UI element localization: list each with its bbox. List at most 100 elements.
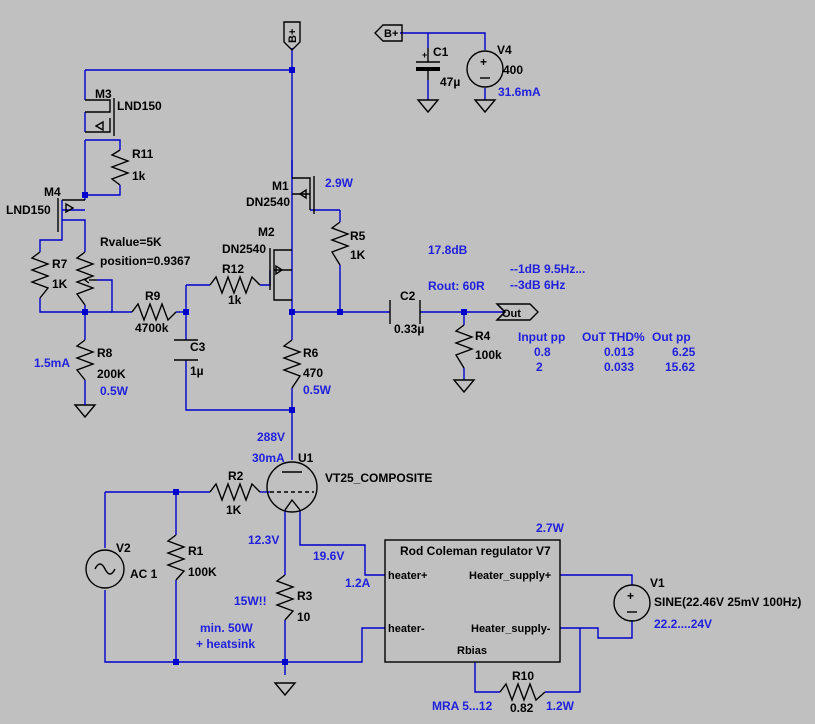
r9-resistor: R9 4700k — [131, 289, 177, 335]
v4-voltage-source: + V4 400 31.6mA — [466, 43, 541, 99]
results-table: Input pp OuT THD% Out pp 0.8 0.013 6.25 … — [518, 330, 696, 374]
svg-text:C3: C3 — [190, 340, 206, 354]
svg-text:R9: R9 — [145, 289, 161, 303]
m3-mosfet: M3 LND150 — [85, 87, 162, 136]
svg-text:V4: V4 — [497, 43, 512, 57]
svg-text:0.5W: 0.5W — [303, 383, 332, 397]
table-cell: 2 — [536, 360, 543, 374]
table-header: OuT THD% — [582, 330, 645, 344]
wires — [39, 32, 633, 693]
svg-text:R1: R1 — [188, 544, 204, 558]
svg-text:1.5mA: 1.5mA — [34, 356, 70, 370]
ground-symbols — [73, 99, 497, 697]
r6-resistor: R6 470 0.5W — [282, 339, 332, 397]
c2-capacitor: C2 0.33µ — [389, 289, 424, 336]
tube-u1: 288V 30mA U1 VT25_COMPOSITE 12.3V 19.6V … — [248, 430, 432, 590]
svg-text:position=0.9367: position=0.9367 — [100, 254, 191, 268]
svg-text:R4: R4 — [475, 329, 491, 343]
svg-text:400: 400 — [503, 63, 523, 77]
svg-text:30mA: 30mA — [252, 451, 285, 465]
svg-text:min. 50W: min. 50W — [200, 621, 253, 635]
svg-text:2.7W: 2.7W — [536, 521, 565, 535]
m2-mosfet: M2 DN2540 — [222, 225, 292, 301]
svg-text:31.6mA: 31.6mA — [498, 85, 541, 99]
svg-text:B+: B+ — [384, 28, 398, 40]
r1-resistor: R1 100K — [166, 534, 217, 581]
svg-text:M1: M1 — [272, 179, 289, 193]
m1-mosfet: M1 DN2540 2.9W — [246, 176, 354, 214]
svg-text:288V: 288V — [257, 430, 285, 444]
v1-voltage-source: + V1 SINE(22.46V 25mV 100Hz) 22.2....24V — [613, 576, 801, 631]
v2-ac-source: V2 AC 1 — [85, 541, 158, 589]
r12-resistor: R12 1k — [209, 262, 261, 307]
r11-resistor: R11 1k — [110, 147, 154, 186]
svg-text:heater-: heater- — [388, 623, 425, 635]
svg-text:47µ: 47µ — [440, 75, 460, 89]
table-header: Out pp — [652, 330, 691, 344]
svg-text:R12: R12 — [222, 262, 244, 276]
svg-text:15W!!: 15W!! — [234, 594, 267, 608]
r7-resistor: R7 1K — [30, 251, 68, 299]
svg-text:M4: M4 — [44, 185, 61, 199]
svg-text:0.33µ: 0.33µ — [394, 322, 424, 336]
svg-text:Rod Coleman regulator V7: Rod Coleman regulator V7 — [400, 544, 551, 558]
svg-text:R5: R5 — [350, 229, 366, 243]
c1-capacitor: + C1 47µ — [416, 45, 460, 89]
svg-text:SINE(22.46V 25mV 100Hz): SINE(22.46V 25mV 100Hz) — [654, 595, 801, 609]
svg-text:M3: M3 — [95, 87, 112, 101]
svg-text:AC 1: AC 1 — [130, 567, 158, 581]
svg-text:1K: 1K — [226, 503, 242, 517]
table-cell: 6.25 — [672, 345, 696, 359]
svg-text:heater+: heater+ — [388, 570, 427, 582]
svg-text:200K: 200K — [97, 367, 126, 381]
svg-text:Heater_supply-: Heater_supply- — [471, 623, 551, 635]
table-cell: 0.033 — [604, 360, 634, 374]
svg-text:+: + — [480, 55, 487, 69]
svg-text:1.2W: 1.2W — [546, 699, 575, 713]
svg-text:+: + — [422, 50, 427, 60]
table-cell: 15.62 — [665, 360, 695, 374]
svg-text:19.6V: 19.6V — [313, 549, 344, 563]
svg-text:Out: Out — [502, 308, 521, 320]
r8-resistor: R8 200K 0.5W 1.5mA — [34, 339, 129, 398]
svg-text:100k: 100k — [475, 348, 502, 362]
svg-text:C1: C1 — [433, 45, 449, 59]
r4-resistor: R4 100k — [454, 324, 502, 369]
junction-dots — [82, 67, 467, 665]
svg-text:B+: B+ — [287, 29, 299, 43]
svg-text:4700k: 4700k — [135, 321, 169, 335]
bplus-supply-port: B+ — [374, 24, 403, 42]
svg-text:LND150: LND150 — [117, 99, 162, 113]
svg-text:Rout: 60R: Rout: 60R — [428, 279, 485, 293]
svg-text:V1: V1 — [650, 576, 665, 590]
svg-text:R8: R8 — [97, 346, 113, 360]
m4-mosfet: M4 LND150 — [6, 185, 85, 232]
svg-text:LND150: LND150 — [6, 203, 51, 217]
svg-text:Heater_supply+: Heater_supply+ — [469, 570, 551, 582]
potentiometer: Rvalue=5K position=0.9367 — [75, 235, 191, 306]
svg-text:V2: V2 — [116, 541, 131, 555]
r10-resistor: R10 0.82 1.2W MRA 5...12 — [432, 669, 575, 715]
svg-text:U1: U1 — [298, 451, 314, 465]
table-cell: 0.013 — [604, 345, 634, 359]
svg-text:DN2540: DN2540 — [246, 195, 290, 209]
svg-text:100K: 100K — [188, 565, 217, 579]
table-header: Input pp — [518, 330, 565, 344]
svg-text:2.9W: 2.9W — [325, 176, 354, 190]
r3-resistor: R3 10 15W!! min. 50W + heatsink — [196, 560, 313, 651]
svg-text:12.3V: 12.3V — [248, 533, 279, 547]
svg-text:--3dB 6Hz: --3dB 6Hz — [510, 278, 565, 292]
out-port: Out — [495, 303, 539, 321]
svg-text:1K: 1K — [52, 277, 68, 291]
svg-text:10: 10 — [297, 610, 311, 624]
svg-text:VT25_COMPOSITE: VT25_COMPOSITE — [325, 471, 432, 485]
svg-text:1.2A: 1.2A — [345, 576, 371, 590]
svg-text:C2: C2 — [400, 289, 416, 303]
svg-text:470: 470 — [303, 366, 323, 380]
svg-text:M2: M2 — [258, 225, 275, 239]
c3-capacitor: C3 1µ — [174, 339, 206, 378]
svg-text:1k: 1k — [132, 169, 146, 183]
regulator-block: Rod Coleman regulator V7 2.7W heater+ he… — [384, 521, 565, 663]
svg-text:R3: R3 — [297, 589, 313, 603]
